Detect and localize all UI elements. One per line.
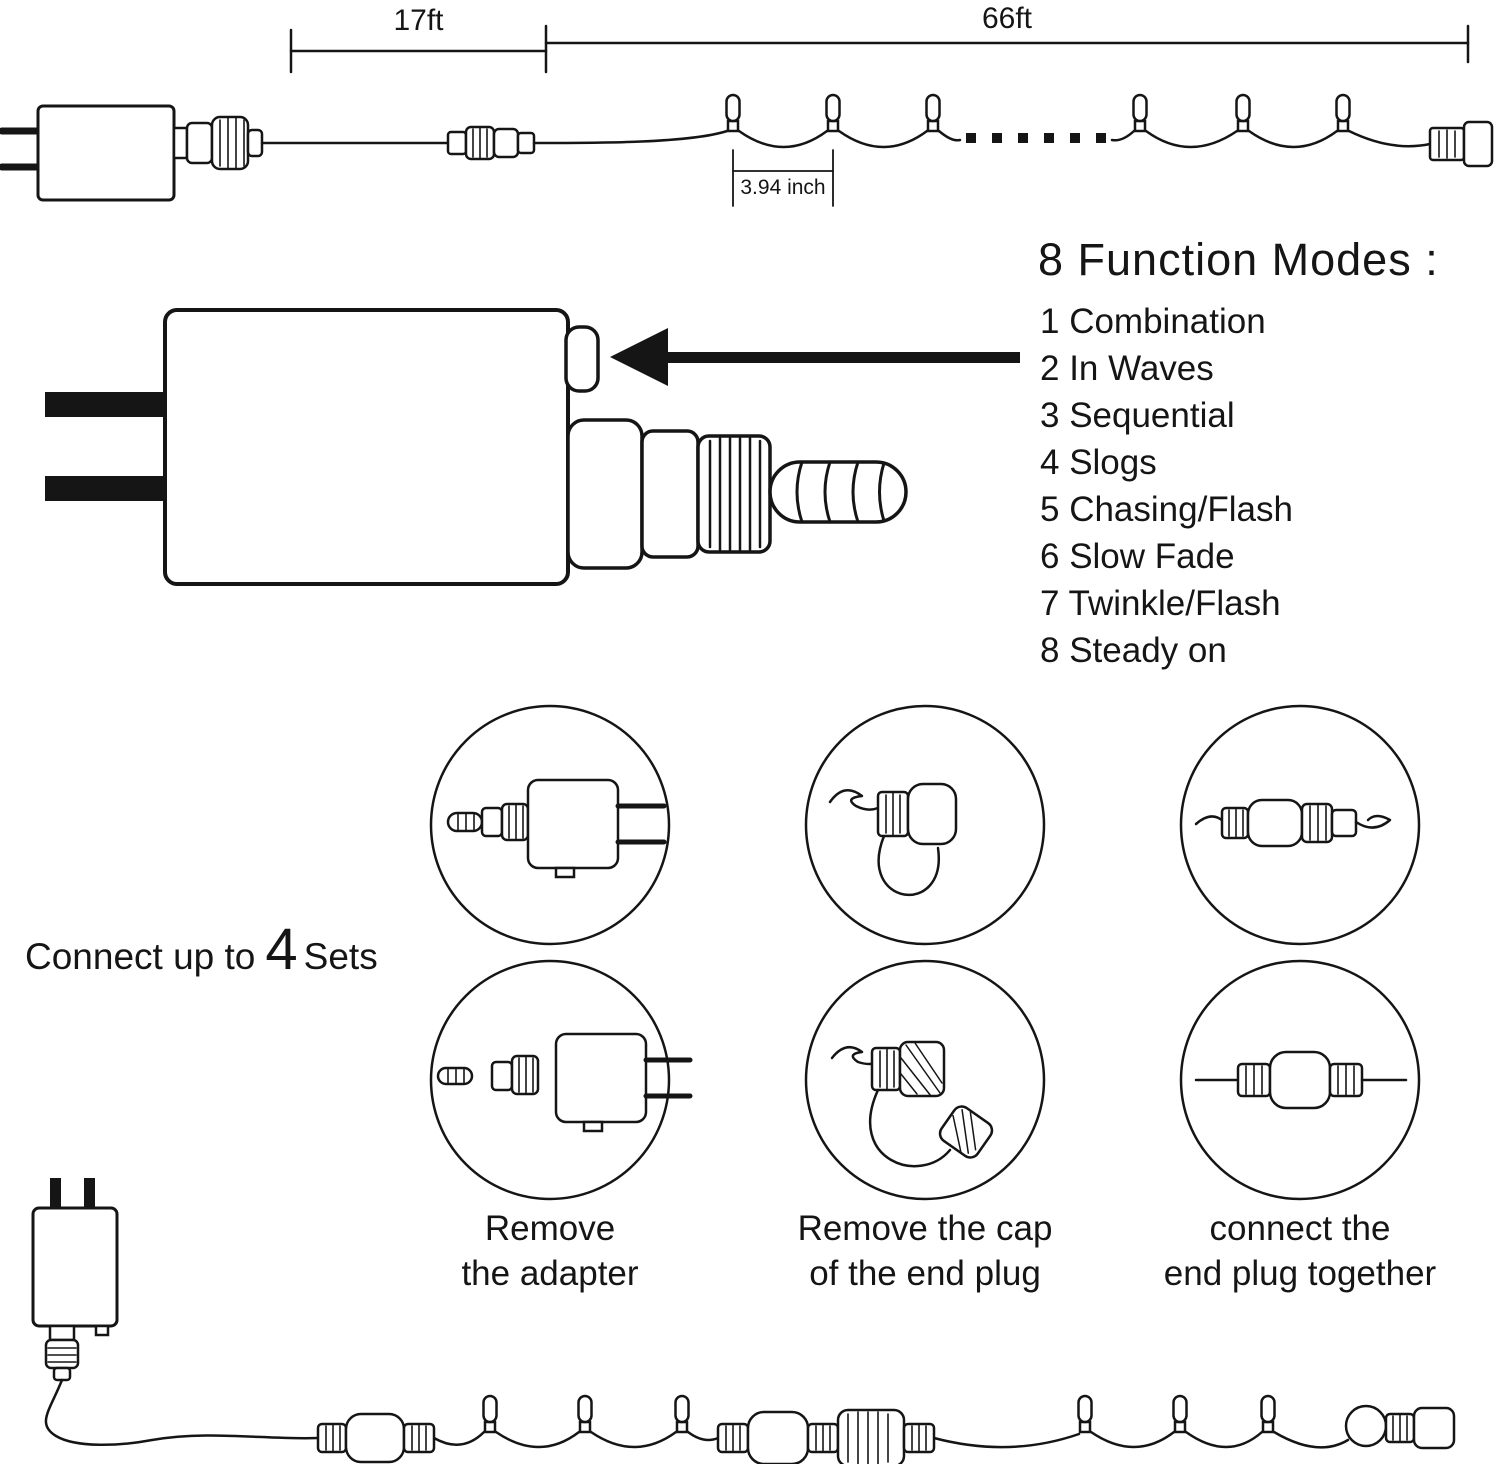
caption-connect-plug: connect the end plug together — [1110, 1206, 1490, 1296]
string-end-plug — [1428, 120, 1494, 168]
mode-item-2: 2 In Waves — [1040, 349, 1214, 388]
caption-connect-plug-line2: end plug together — [1163, 1254, 1437, 1293]
step-circle-remove-adapter-before — [429, 704, 671, 946]
bottom-chain-adapter — [31, 1178, 119, 1382]
bulb-spacing-bracket — [732, 149, 834, 207]
lead-length-label: 17ft — [393, 4, 444, 37]
caption-remove-cap-line1: Remove the cap — [797, 1209, 1053, 1248]
bottom-bulbs-right — [1077, 1394, 1276, 1434]
mode-item-4: 4 Slogs — [1040, 443, 1157, 482]
mode-item-1: 1 Combination — [1040, 302, 1266, 341]
bottom-end-plug — [1344, 1404, 1456, 1450]
bottom-chain-wire — [44, 1378, 1350, 1449]
bottom-coupler-2 — [716, 1408, 936, 1464]
connect-heading-suffix: Sets — [303, 936, 378, 977]
string-light-bulb — [925, 93, 941, 133]
caption-remove-adapter: Remove the adapter — [380, 1206, 720, 1296]
connect-heading-prefix: Connect up to — [25, 936, 256, 977]
dimension-17ft-bracket — [289, 24, 548, 74]
step-circle-remove-adapter-after — [429, 959, 693, 1201]
caption-connect-plug-line1: connect the — [1209, 1209, 1391, 1248]
mode-button-arrow — [610, 328, 1020, 386]
mode-item-5: 5 Chasing/Flash — [1040, 490, 1293, 529]
string-wire-right — [1110, 129, 1432, 149]
mode-item-6: 6 Slow Fade — [1040, 537, 1235, 576]
step-circle-remove-cap-before — [804, 704, 1046, 946]
mode-item-3: 3 Sequential — [1040, 396, 1235, 435]
string-length-label: 66ft — [981, 2, 1033, 35]
caption-remove-cap: Remove the cap of the end plug — [745, 1206, 1105, 1296]
step-circle-remove-cap-after — [804, 959, 1046, 1201]
dimension-66ft-bracket — [544, 24, 1470, 64]
mode-item-7: 7 Twinkle/Flash — [1040, 584, 1281, 623]
caption-remove-adapter-line2: the adapter — [461, 1254, 639, 1293]
string-light-bulb — [725, 93, 741, 133]
connect-heading-count: 4 — [265, 917, 298, 982]
caption-remove-adapter-line1: Remove — [484, 1209, 616, 1248]
main-power-adapter — [45, 308, 908, 586]
bottom-coupler-1 — [316, 1412, 436, 1464]
function-modes-title: 8 Function Modes : — [1038, 234, 1439, 285]
function-modes-list: 1 Combination 2 In Waves 3 Sequential 4 … — [1040, 298, 1293, 674]
string-wire-left — [532, 129, 962, 149]
bottom-bulbs-left — [482, 1394, 690, 1434]
mode-item-8: 8 Steady on — [1040, 631, 1227, 670]
string-light-bulb — [1235, 93, 1251, 133]
connect-heading: Connect up to 4 Sets — [25, 916, 378, 983]
caption-remove-cap-line2: of the end plug — [809, 1254, 1041, 1293]
top-power-adapter — [0, 104, 264, 202]
ellipsis-dots — [966, 133, 1106, 143]
string-light-bulb — [825, 93, 841, 133]
bulb-spacing-label: 3.94 inch — [740, 176, 826, 199]
inline-connector — [446, 125, 536, 161]
mode-button — [564, 325, 600, 393]
string-light-bulb — [1335, 93, 1351, 133]
string-light-bulb — [1132, 93, 1148, 133]
step-circle-connect-before — [1179, 704, 1421, 946]
step-circle-connect-after — [1179, 959, 1421, 1201]
